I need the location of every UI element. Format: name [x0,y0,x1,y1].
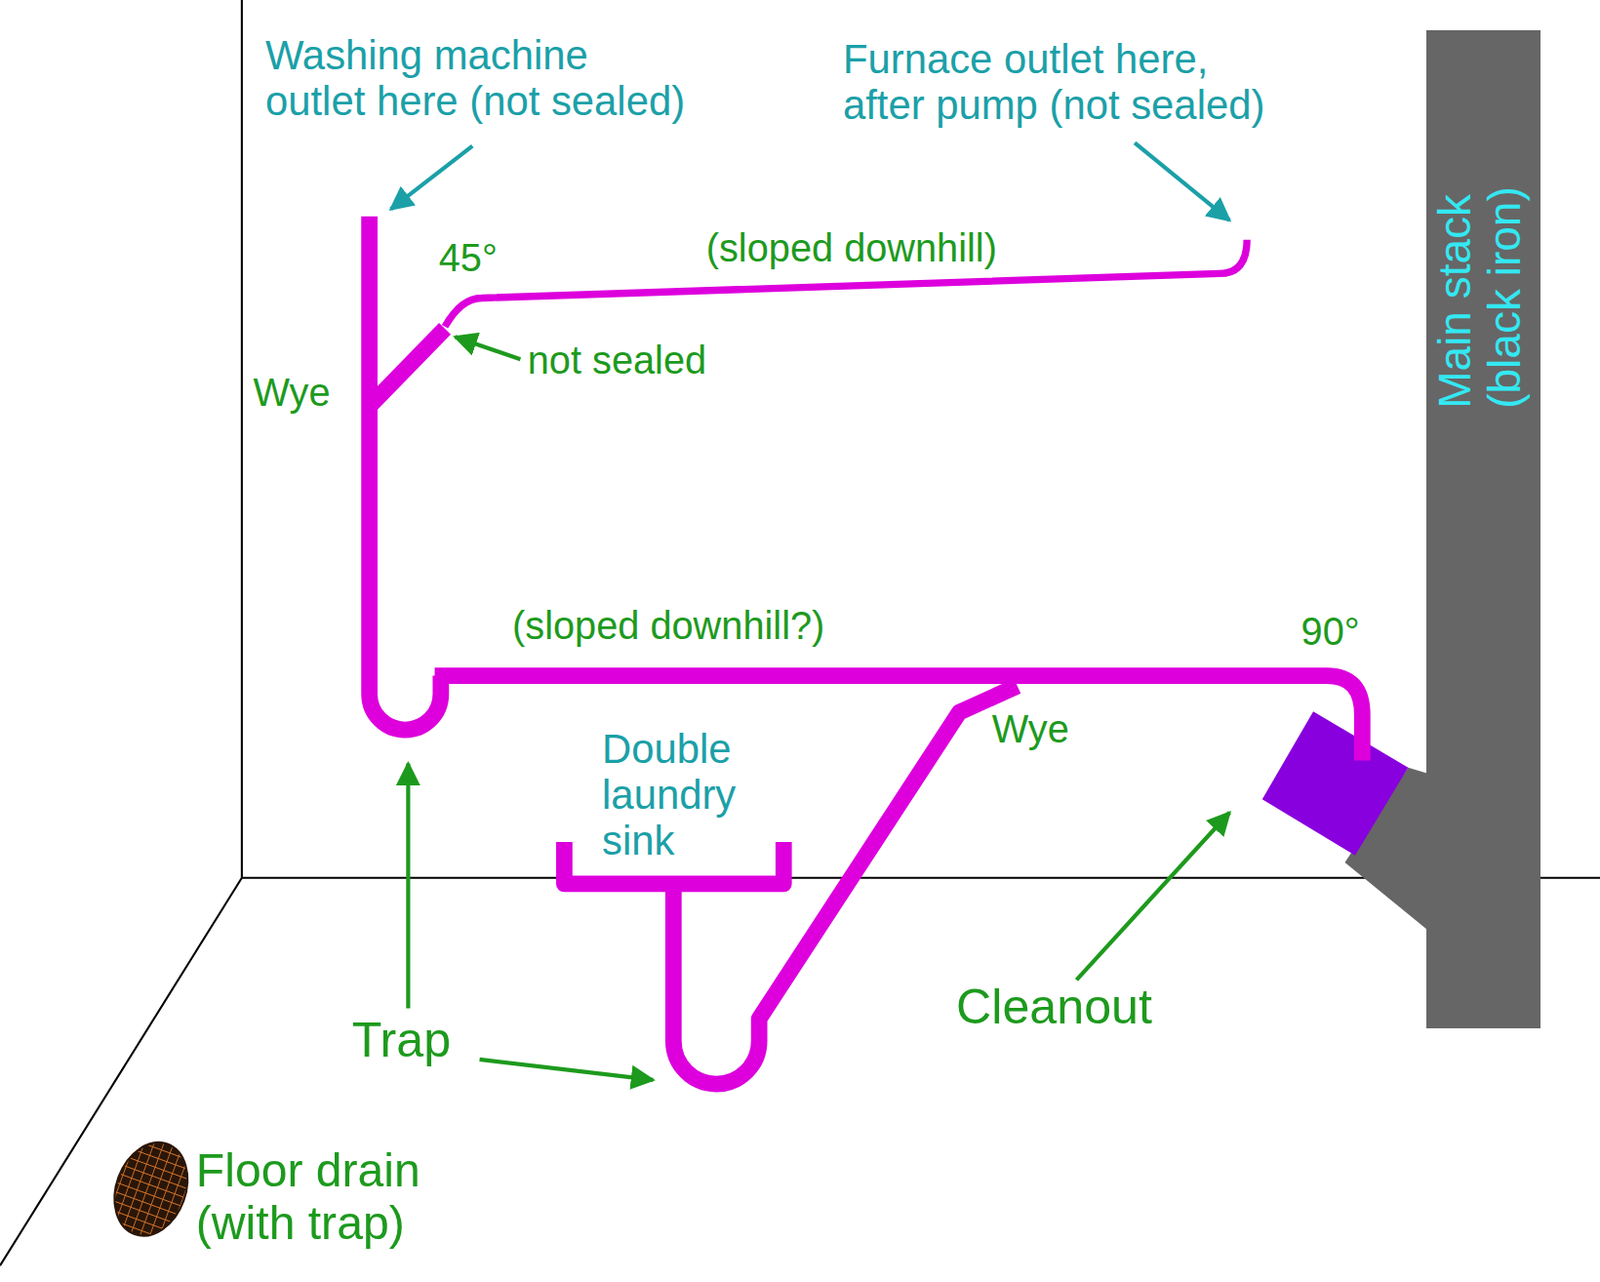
pipe-label: Wye [992,707,1070,752]
text-line: laundry [601,771,736,818]
text-line: (black iron) [1480,187,1530,410]
main-stack-pipe: Main stack (black iron) [1426,30,1541,1029]
text-line: Main stack [1430,187,1480,410]
text-line: (sloped downhill?) [512,603,825,648]
pipe-label: Floor drain (with trap) [196,1143,421,1250]
pipe-label: not sealed [527,338,707,383]
cleanout-plug [1262,711,1409,856]
text-line: after pump (not sealed) [842,81,1265,128]
floor-drain [102,1131,200,1246]
text-line: not sealed [527,338,707,383]
pipe-label: Cleanout [956,979,1153,1036]
pipe-label: Wye [252,370,330,415]
pipe-label: 90° [1301,609,1360,654]
pipe-label: (sloped downhill) [706,226,998,271]
text-line: Wye [992,707,1070,752]
text-line: outlet here (not sealed) [265,78,685,124]
text-line: Floor drain [196,1143,421,1197]
fixture-note: Double laundry sink [601,725,736,865]
text-line: sink [601,817,736,864]
fixture-note: Furnace outlet here, after pump (not sea… [842,36,1265,129]
fixture-note: Washing machine outlet here (not sealed) [265,32,685,125]
text-line: 90° [1301,609,1360,654]
text-line: Furnace outlet here, [842,36,1265,82]
text-line: Washing machine [265,32,685,79]
stack-label: Main stack (black iron) [1430,187,1529,410]
pipe-label: 45° [439,236,498,280]
pipe-label: (sloped downhill?) [512,603,825,648]
drain-pipes [369,216,1363,1084]
leader-lines [391,142,1231,1080]
pipe-label: Trap [352,1012,451,1069]
text-line: Double [601,725,736,772]
text-line: (with trap) [196,1196,421,1249]
text-line: Trap [352,1012,451,1069]
text-line: 45° [439,236,498,280]
text-line: Cleanout [956,979,1153,1036]
text-line: Wye [252,370,330,415]
text-line: (sloped downhill) [706,226,998,271]
